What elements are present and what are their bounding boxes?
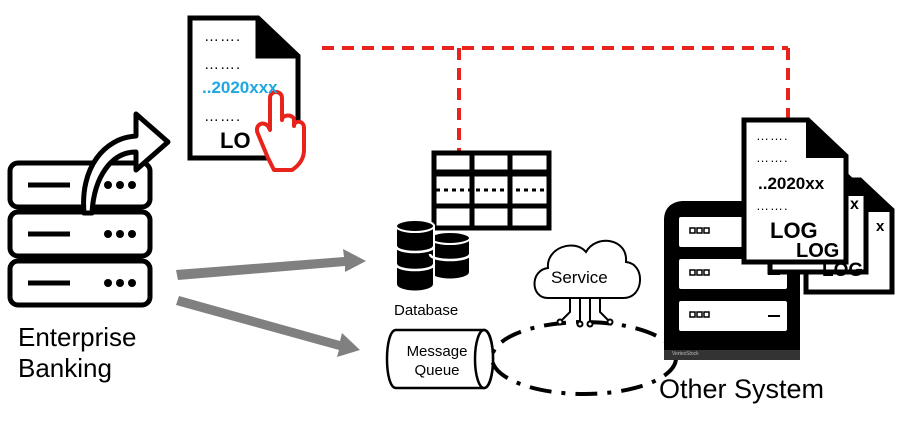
database-icon [394,219,472,293]
message-queue-line1: Message [406,343,468,360]
message-queue-icon [385,328,495,390]
other-log-middle-label: LOG [796,240,840,262]
other-log-front-date: ..2020xx [758,174,825,193]
other-log-back-date: x [876,218,885,235]
other-log-middle-date: x [850,196,859,213]
log-date-text: ..2020xxx [202,78,278,97]
other-log-front-label: LOG [770,218,818,243]
service-label: Service [551,268,608,287]
share-arrow-icon [81,111,171,216]
enterprise-label-line2: Banking [18,353,112,383]
other-log-document-front [741,117,849,265]
other-log-dots-2: ……. [756,150,789,165]
log-dots-line2: ……. [204,56,242,73]
other-system-label: Other System [659,374,825,404]
message-queue-label: Message Queue [392,342,482,380]
enterprise-label-line1: Enterprise [18,322,137,352]
service-cloud-icon [533,239,641,328]
log-label: LO [220,128,251,153]
data-table-icon [431,150,552,231]
flow-arrow-to-queue [176,296,360,357]
other-log-dots-1: ……. [756,128,789,143]
log-flow-dashed-arrows [322,46,790,182]
database-label: Database [394,302,459,319]
other-log-back-label: LOG [822,260,864,281]
flow-arrow-to-database [176,249,366,280]
server-brand-text: VertexStock [672,351,699,357]
enterprise-server-icon [7,160,153,308]
other-log-dots-3: ……. [756,198,789,213]
pointer-hand-icon [255,90,306,172]
log-dots-line1: ……. [204,28,242,45]
message-queue-line2: Queue [414,362,460,379]
message-bus-ring [490,320,678,396]
log-dots-line3: ……. [204,108,242,125]
